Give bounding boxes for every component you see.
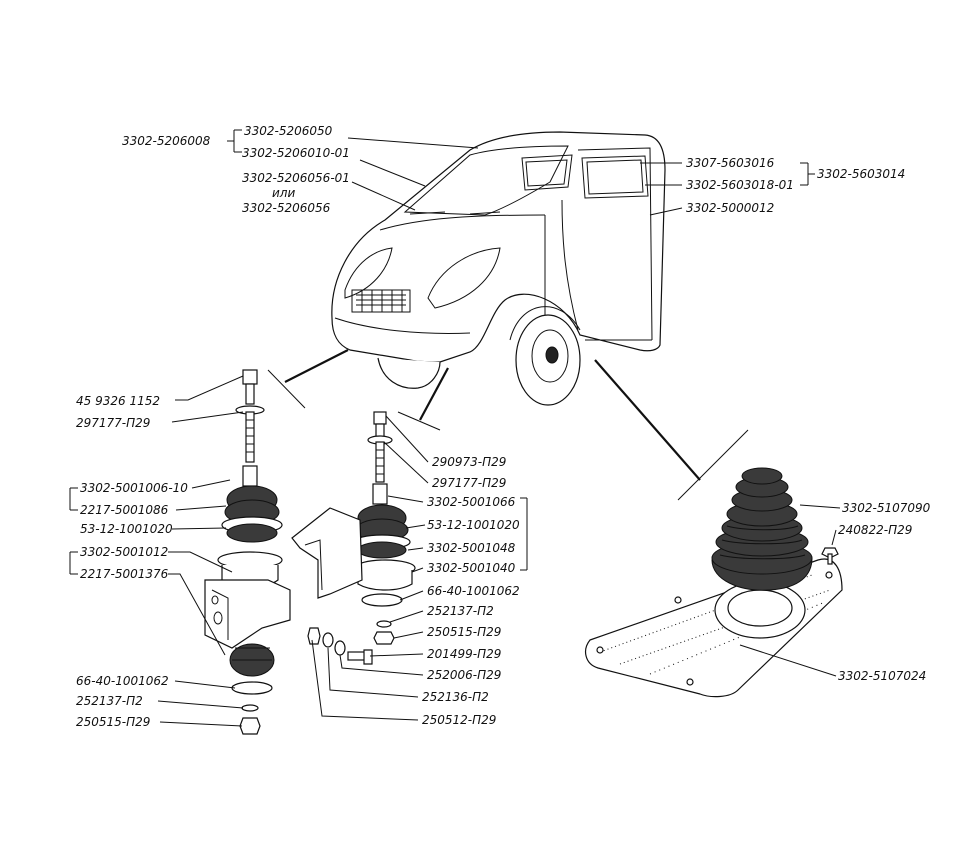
label-240822-p29: 240822-П29 (838, 523, 912, 537)
label-3302-5001040: 3302-5001040 (427, 561, 516, 575)
label-3302-5206056-01: 3302-5206056-01 (242, 171, 350, 185)
center-engine-mount (291, 411, 416, 665)
label-3302-5206050: 3302-5206050 (244, 124, 333, 138)
label-2217-5001086: 2217-5001086 (80, 503, 169, 517)
label-66-40-1001062-left: 66-40-1001062 (76, 674, 169, 688)
left-engine-mount (204, 369, 291, 735)
part-labels: 3302-5206008 3302-5206050 3302-5206010-0… (76, 124, 931, 729)
label-3302-5603014: 3302-5603014 (817, 167, 905, 181)
label-3302-5206056: 3302-5206056 (242, 201, 331, 215)
shift-boot-assembly (584, 467, 843, 698)
label-3302-5000012: 3302-5000012 (686, 201, 774, 215)
label-3302-5107024: 3302-5107024 (838, 669, 926, 683)
label-250515-p29-center: 250515-П29 (427, 625, 501, 639)
label-290973-p29: 290973-П29 (432, 455, 506, 469)
label-252136-p2: 252136-П2 (422, 690, 489, 704)
label-297177-p29-left: 297177-П29 (76, 416, 150, 430)
label-252137-p2-left: 252137-П2 (76, 694, 143, 708)
label-3307-5603016: 3307-5603016 (686, 156, 775, 170)
label-250512-p29: 250512-П29 (422, 713, 496, 727)
label-53-12-1001020-left: 53-12-1001020 (80, 522, 173, 536)
label-53-12-1001020-center: 53-12-1001020 (427, 518, 520, 532)
label-3302-5206010-01: 3302-5206010-01 (242, 146, 350, 160)
label-3302-5001012: 3302-5001012 (80, 545, 168, 559)
boot-leaders (739, 504, 841, 677)
van-drawing (331, 131, 666, 406)
label-201499-p29: 201499-П29 (427, 647, 501, 661)
label-250515-p29-left: 250515-П29 (76, 715, 150, 729)
left-mount-leaders (69, 375, 244, 727)
label-3302-5206008: 3302-5206008 (122, 134, 211, 148)
label-45-9326-1152: 45 9326 1152 (76, 394, 160, 408)
van-leaders (227, 129, 815, 501)
label-252006-p29: 252006-П29 (427, 668, 501, 682)
label-297177-p29-center: 297177-П29 (432, 476, 506, 490)
label-3302-5603018-01: 3302-5603018-01 (686, 178, 794, 192)
label-ili: или (272, 186, 295, 200)
label-3302-5107090: 3302-5107090 (842, 501, 931, 515)
label-3302-5001066: 3302-5001066 (427, 495, 516, 509)
label-3302-5001006-10: 3302-5001006-10 (80, 481, 188, 495)
label-2217-5001376: 2217-5001376 (80, 567, 169, 581)
center-mount-leaders (311, 415, 528, 721)
label-252137-p2-center: 252137-П2 (427, 604, 494, 618)
label-66-40-1001062-center: 66-40-1001062 (427, 584, 520, 598)
label-3302-5001048: 3302-5001048 (427, 541, 516, 555)
